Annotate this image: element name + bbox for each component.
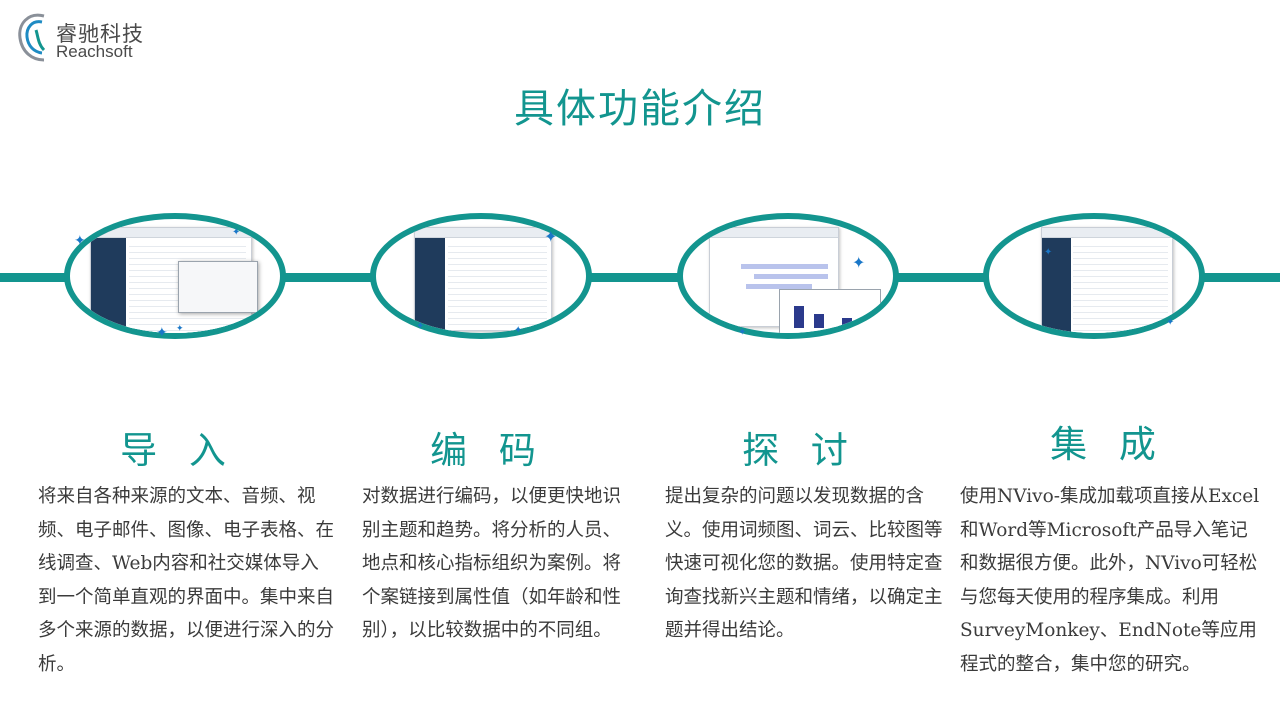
- explore-screenshot-ring: [677, 213, 899, 339]
- sparkle-icon: ✦: [514, 325, 523, 336]
- logo-name-en: Reachsoft: [56, 42, 133, 61]
- feature-heading-explore: 探 讨: [742, 429, 858, 472]
- sparkle-icon: ✦: [232, 227, 241, 238]
- logo-name-cn: 睿驰科技: [56, 22, 144, 46]
- page-title: 具体功能介绍: [514, 86, 766, 132]
- feature-description-integrate: 使用NVivo-集成加载项直接从Excel和Word等Microsoft产品导入…: [960, 486, 1260, 675]
- integrate-screenshot-ring: [983, 213, 1205, 339]
- import-screenshot-ring: [64, 213, 286, 339]
- sparkle-icon: ✦: [738, 327, 747, 338]
- feature-description-explore: 提出复杂的问题以发现数据的含义。使用词频图、词云、比较图等快速可视化您的数据。使…: [665, 486, 943, 641]
- sparkle-icon: ✦: [1166, 317, 1175, 328]
- feature-heading-coding: 编 码: [430, 429, 546, 472]
- nvivo-integrate-screenshot-icon: [1041, 227, 1173, 333]
- sparkle-icon: ✦: [176, 324, 184, 334]
- feature-description-coding: 对数据进行编码，以便更快地识别主题和趋势。将分析的人员、地点和核心指标组织为案例…: [362, 486, 622, 641]
- sparkle-icon: ✦: [74, 233, 86, 249]
- import-dialog-icon: [178, 261, 258, 313]
- reachsoft-logo-icon: [18, 13, 46, 62]
- sparkle-icon: ✦: [852, 253, 866, 272]
- sparkle-icon: ✦: [416, 321, 425, 332]
- feature-description-import: 将来自各种来源的文本、音频、视频、电子邮件、图像、电子表格、在线调查、Web内容…: [38, 486, 335, 675]
- sparkle-icon: ✦: [544, 227, 558, 246]
- company-logo: 睿驰科技 Reachsoft: [14, 10, 164, 64]
- sparkle-icon: ✦: [156, 325, 168, 341]
- feature-heading-import: 导 入: [120, 429, 236, 472]
- nvivo-coding-screenshot-icon: [414, 227, 552, 331]
- timeline-line: [0, 273, 1280, 282]
- feature-heading-integrate: 集 成: [1050, 423, 1166, 466]
- sparkle-icon: ✦: [1044, 247, 1053, 258]
- comparison-chart-icon: [779, 289, 881, 333]
- coding-screenshot-ring: [370, 213, 592, 339]
